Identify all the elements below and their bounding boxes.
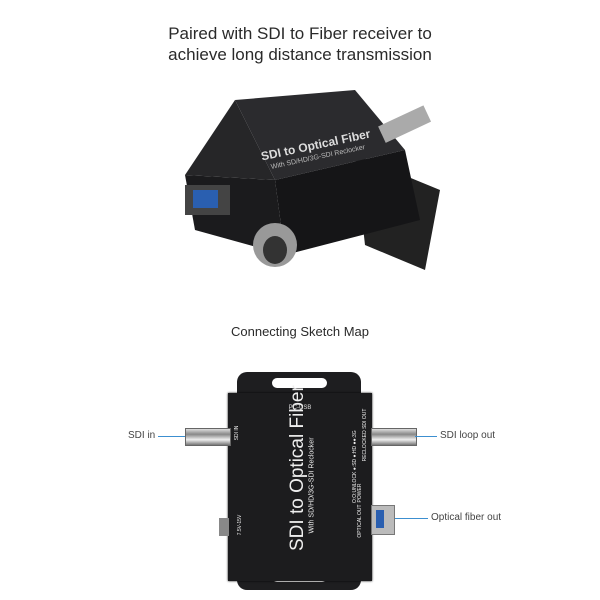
sdi-in-label: SDI IN [234, 425, 240, 441]
sdi-loop-out-connector [371, 428, 417, 446]
device-3d-illustration [185, 90, 440, 270]
product-photo-top: SDI to Optical Fiber With SD/HD/3G-SDI R… [175, 80, 445, 280]
callout-line-sdi-loop-out [415, 436, 437, 437]
callout-sdi-loop-out: SDI loop out [440, 430, 496, 441]
plate-slot-top [272, 378, 327, 388]
caption-line-2: achieve long distance transmission [168, 45, 432, 64]
device-body [228, 393, 372, 581]
callout-sdi-in: SDI in [128, 430, 156, 441]
power-input-label: 7.5V-15V [237, 514, 243, 536]
pc-usb-label: PC-USB [288, 405, 312, 411]
sdi-in-connector [185, 428, 231, 446]
reclocked-label: RECLOCKED SDI OUT [362, 408, 368, 462]
callout-optical-fiber-out: Optical fiber out [431, 512, 502, 523]
sfp-module [371, 505, 395, 535]
device-subtitle: With SD/HD/3G-SDI Reclocker [308, 437, 316, 534]
sketch-title: Connecting Sketch Map [230, 324, 370, 339]
optical-out-label: OPTICAL OUT [357, 504, 363, 538]
caption-line-1: Paired with SDI to Fiber receiver to [168, 24, 432, 43]
callout-line-sdi-in [158, 436, 185, 437]
power-jack [219, 518, 229, 536]
callout-line-optical [395, 518, 428, 519]
